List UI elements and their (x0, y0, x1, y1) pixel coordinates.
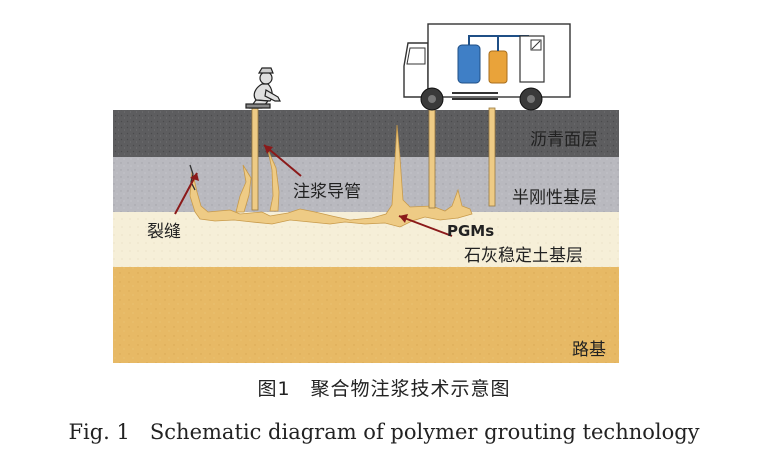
grouting-truck-icon (403, 23, 571, 111)
grout-vein-left (235, 164, 252, 213)
caption-en-text: Schematic diagram of polymer grouting te… (149, 420, 700, 444)
label-crack: 裂缝 (147, 222, 181, 242)
arrow-crack (174, 172, 199, 215)
grouting-pipe-right (488, 107, 496, 207)
caption-en-number: Fig. 1 (68, 420, 130, 444)
caption-english: Fig. 1 Schematic diagram of polymer grout… (0, 420, 768, 444)
label-pgms: PGMs (447, 222, 495, 240)
grout-vein-pipe (267, 149, 280, 212)
worker-icon (245, 67, 281, 109)
grouting-pipe-left (251, 103, 259, 211)
label-lime-soil-layer: 石灰稳定土基层 (464, 246, 583, 266)
arrow-grouting-pipe (263, 144, 302, 177)
layer-asphalt (113, 110, 619, 157)
caption-cn-text: 聚合物注浆技术示意图 (310, 378, 511, 400)
grouting-pipe-mid (428, 107, 436, 209)
label-grouting-pipe: 注浆导管 (293, 182, 361, 202)
caption-cn-number: 图1 (257, 378, 291, 400)
caption-chinese: 图1 聚合物注浆技术示意图 (0, 374, 768, 401)
label-asphalt-layer: 沥青面层 (530, 130, 598, 150)
label-semi-rigid-layer: 半刚性基层 (512, 188, 597, 208)
label-subgrade-layer: 路基 (572, 340, 606, 360)
layer-subgrade (113, 267, 619, 363)
arrow-pgms (398, 214, 453, 237)
grout-body (189, 124, 473, 228)
